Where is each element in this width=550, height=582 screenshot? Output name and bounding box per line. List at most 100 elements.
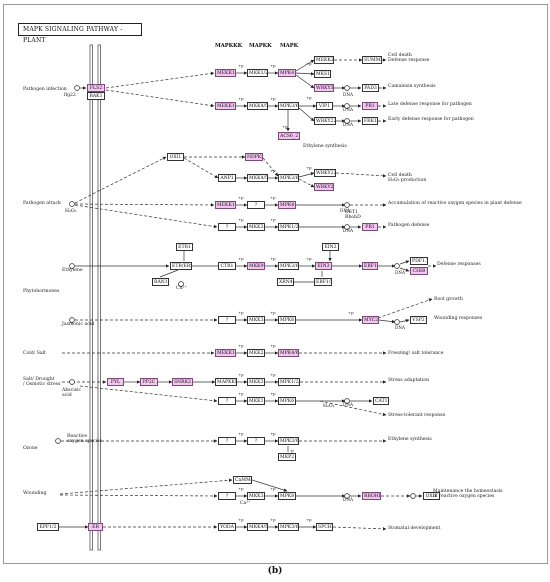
phospho-mark-17: +p [348,310,354,315]
gene-node-w-oxi[interactable]: OXI1 [423,492,440,500]
gene-node-e-mpk36[interactable]: MPK3/6 [278,262,299,270]
gene-node-w-mkk3[interactable]: MKK3 [247,492,265,500]
gene-node-s2-mpk6[interactable]: MPK6 [278,397,296,405]
gene-node-e-pdf12[interactable]: PDF1.2 [410,257,428,265]
gene-node-e-mkk9[interactable]: MKK9 [247,262,265,270]
gene-node-e-ebf12[interactable]: EBF1/2 [314,278,332,286]
gene-node-r5-mpk[interactable]: MPK1/2/7 [278,223,299,231]
gene-node-r2-vip1[interactable]: VIP1 [316,102,333,110]
gene-node-e-ran1[interactable]: RAN1 [152,278,169,286]
edge-28 [183,157,219,179]
gene-node-d-er[interactable]: ER [88,523,103,531]
gene-node-r3-oxi1[interactable]: OXI1 [167,153,184,161]
gene-node-r2-mpk36[interactable]: MPK3/6 [278,102,299,110]
gene-node-c-mekk1[interactable]: MEKK1 [215,349,236,357]
edge-90 [59,494,218,498]
gene-node-r1-mekk1[interactable]: MEKK1 [215,69,236,77]
dna-mark-2: DNA [343,122,354,127]
compound-circle [344,103,350,109]
gene-node-e-ein2[interactable]: EIN2 [322,243,339,251]
gene-node-o-q2[interactable]: ? [247,437,265,445]
gene-node-e-etr[interactable]: ETR/ERS [170,262,192,270]
gene-node-r2-mekk1[interactable]: MEKK1 [215,102,236,110]
gene-node-r2-wrky22[interactable]: WRKY22/29 [314,117,336,125]
gene-node-j-q[interactable]: ? [218,316,236,324]
gene-node-r1-mks1[interactable]: MKS1 [314,70,331,78]
phospho-mark-18: +p [238,343,244,348]
gene-node-r4-mpk4[interactable]: MPK4 [278,201,296,209]
label-o-stressad: Stress adaptation [388,378,430,383]
gene-node-r5-pr1[interactable]: PR1 [362,223,378,231]
gene-node-e-chib[interactable]: CHIB [410,267,428,275]
gene-node-r1-mekk2[interactable]: MEKK2 [314,56,334,64]
gene-node-s-mapkkk[interactable]: MAPKKK17/18 [215,378,237,386]
gene-node-e-etr1[interactable]: ETR1 [176,243,193,251]
gene-node-e-ein3[interactable]: EIN3 [315,262,332,270]
gene-node-j-mkk3[interactable]: MKK3 [247,316,265,324]
gene-node-r1-wrky33[interactable]: WRKY33 [314,84,334,92]
gene-node-s2-cat1[interactable]: CAT1 [373,397,389,405]
gene-node-r2-frk1[interactable]: FRK1 [362,117,378,125]
gene-node-d-spch[interactable]: SPCH [316,523,333,531]
gene-node-o-mkp2[interactable]: MKP2 [278,453,296,461]
gene-node-r3-mpk36[interactable]: MPK3/6 [278,174,299,182]
phospho-mark-0: +p [238,63,244,68]
gene-node-j-mpk6[interactable]: MPK6 [278,316,296,324]
gene-node-d-mkk45[interactable]: MKK4/5 [247,523,268,531]
gene-node-d-mpk36[interactable]: MPK3/6 [278,523,299,531]
gene-node-c-mkk2[interactable]: MKK2 [247,349,265,357]
gene-node-r5-mkk3[interactable]: MKK3 [247,223,265,231]
gene-node-flg22-fls2[interactable]: FLS2 [87,84,105,92]
gene-node-r5-q[interactable]: ? [218,223,236,231]
gene-node-r2-pr1[interactable]: PR1 [362,102,378,110]
gene-node-w-q[interactable]: ? [218,492,236,500]
phospho-mark-7: +p [306,165,312,170]
gene-node-s2-q[interactable]: ? [218,397,236,405]
gene-node-r2-acs[interactable]: ACS6_2_6 [278,132,300,140]
phospho-mark-21: +p [270,372,276,377]
label-o-camalexin: Camalexin synthesis [388,84,436,89]
gene-node-w-camm[interactable]: CaMM4 [233,476,252,484]
gene-node-s2-mkk1[interactable]: MKK1 [247,397,265,405]
gene-node-d-epf[interactable]: EPF1/2 [37,523,59,531]
gene-node-o-mpk36[interactable]: MPK3/6 [278,437,299,445]
gene-node-w-rbohd[interactable]: RBOHD [362,492,381,500]
gene-node-r4-q[interactable]: ? [247,201,265,209]
gene-node-j-vsp2[interactable]: VSP2 [410,316,427,324]
gene-node-r3-anp1[interactable]: ANP1 [218,174,236,182]
gene-node-r4-mekk1[interactable]: MEKK1 [215,201,236,209]
gene-node-s-snrk2[interactable]: SNRK2 [172,378,193,386]
gene-node-w-mpk8[interactable]: MPK8 [278,492,296,500]
gene-node-r1-pad3[interactable]: PAD3 [362,84,379,92]
gene-node-s-mpk[interactable]: MPK1/2/7/14 [278,378,300,386]
gene-node-s-pyl[interactable]: PYL [107,378,124,386]
label-lp-infection: Pathogen infection [23,87,67,92]
gene-node-s-mkk3[interactable]: MKK3 [247,378,265,386]
edge-53 [399,260,410,265]
gene-node-r1-mpk4[interactable]: MPK4 [278,69,296,77]
gene-node-r3-mkk45[interactable]: MKK4/5 [247,174,268,182]
compound-h2o2 [69,201,75,207]
gene-node-bak1[interactable]: BAK1 [87,92,105,100]
gene-node-e-erf1[interactable]: ERF1 [362,262,378,270]
dna-mark-3: DNA [340,208,351,213]
label-o-wounding: Wounding responses [434,316,483,321]
gene-node-e-xrn4[interactable]: XRN4 [277,278,294,286]
gene-node-r3-nak[interactable]: NDPK2 [245,153,263,161]
gene-node-r3-wrky25[interactable]: WRKY25 [314,183,334,191]
label-o-pathdef: Pathogen defense [388,223,430,228]
gene-node-r1-mkk12[interactable]: MKK1/2 [247,69,268,77]
gene-node-r1-summ2[interactable]: SUMM2 [362,56,382,64]
gene-node-j-myc2[interactable]: MYC2 [362,316,379,324]
gene-node-o-q1[interactable]: ? [218,437,236,445]
gene-node-c-mpk46[interactable]: MPK4/6 [278,349,299,357]
gene-node-r3-wrky22[interactable]: WRKY22/29 [314,169,336,177]
gene-node-e-ctr1[interactable]: CTR1 [218,262,236,270]
phospho-mark-19: +p [270,343,276,348]
edge-93 [251,479,288,492]
cell-membrane-1 [97,44,101,551]
gene-node-s-pp2c[interactable]: PP2C [140,378,158,386]
gene-node-d-yoda[interactable]: YODA [218,523,236,531]
gene-node-r2-mkk45[interactable]: MKK4/5 [247,102,268,110]
